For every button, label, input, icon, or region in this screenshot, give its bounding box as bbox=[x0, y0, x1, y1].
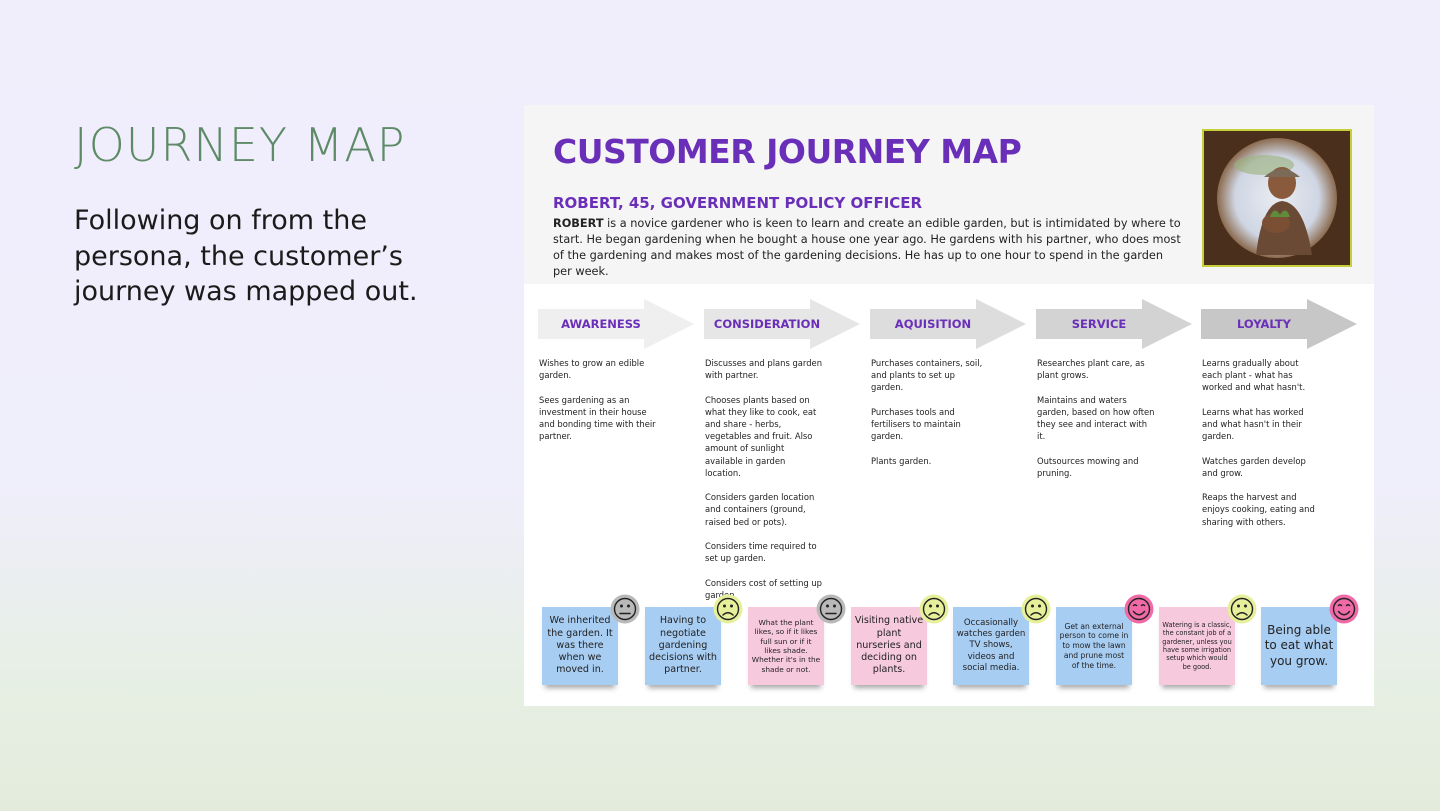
stage-details-aquisition: Purchases containers, soil, and plants t… bbox=[871, 357, 989, 479]
stage-detail-item: Purchases containers, soil, and plants t… bbox=[871, 358, 983, 393]
sad-face-icon bbox=[1021, 594, 1051, 624]
stage-label: CONSIDERATION bbox=[713, 317, 821, 331]
stage-detail-item: Outsources mowing and pruning. bbox=[1037, 455, 1139, 478]
stage-detail-item: Learns what has worked and what hasn't i… bbox=[1202, 406, 1304, 442]
persona-photo bbox=[1202, 129, 1352, 267]
slide-body-text: Following on from the persona, the custo… bbox=[74, 205, 418, 307]
journey-map-board: CUSTOMER JOURNEY MAP ROBERT, 45, GOVERNM… bbox=[524, 105, 1374, 706]
happy-face-icon bbox=[1329, 594, 1359, 624]
neutral-face-icon bbox=[610, 594, 640, 624]
stage-detail-item: Sees gardening as an investment in their… bbox=[539, 394, 656, 442]
stage-label: AQUISITION bbox=[894, 317, 972, 331]
stage-arrow-icon bbox=[704, 299, 860, 349]
stage-details-awareness: Wishes to grow an edible garden. Sees gar… bbox=[539, 357, 657, 455]
stage-detail-item: Considers time required to set up garden… bbox=[705, 541, 817, 564]
sticky-note: Having to negotiate gardening decisions … bbox=[645, 607, 721, 685]
sticky-note: What the plant likes, so if it likes ful… bbox=[748, 607, 824, 685]
stage-detail-item: Researches plant care, as plant grows. bbox=[1037, 358, 1145, 381]
slide-title: JOURNEY MAP bbox=[74, 118, 406, 172]
stage-detail-item: Watches garden develop and grow. bbox=[1202, 455, 1306, 478]
stage-detail-item: Discusses and plans garden with partner. bbox=[705, 358, 823, 381]
stage-detail-item: Purchases tools and fertilisers to maint… bbox=[871, 406, 961, 442]
stage-detail-item: Chooses plants based on what they like t… bbox=[705, 394, 817, 478]
neutral-face-icon bbox=[816, 594, 846, 624]
persona-lead: ROBERT bbox=[553, 217, 604, 230]
stage-arrow-icon bbox=[1036, 299, 1192, 349]
stage-detail-item: Reaps the harvest and enjoys cooking, ea… bbox=[1202, 492, 1315, 527]
persona-name: ROBERT, 45, GOVERNMENT POLICY OFFICER bbox=[553, 194, 923, 212]
sticky-note: Visiting native plant nurseries and deci… bbox=[851, 607, 927, 685]
stage-label: SERVICE bbox=[1071, 317, 1127, 331]
stage-detail-item: Considers garden location and containers… bbox=[705, 492, 815, 527]
stage-detail-item: Considers cost of setting up garden. bbox=[705, 577, 823, 600]
happy-face-icon bbox=[1124, 594, 1154, 624]
stage-details-loyalty: Learns gradually about each plant - what… bbox=[1202, 357, 1320, 540]
stage-detail-item: Maintains and waters garden, based on ho… bbox=[1037, 394, 1155, 442]
stage-consideration: CONSIDERATION bbox=[704, 299, 860, 349]
stage-arrow-icon bbox=[1201, 299, 1357, 349]
persona-description: ROBERT is a novice gardener who is keen … bbox=[553, 216, 1185, 280]
stage-service: SERVICE bbox=[1036, 299, 1192, 349]
stage-detail-item: Wishes to grow an edible garden. bbox=[539, 358, 645, 381]
sticky-note: Occasionally watches garden TV shows, vi… bbox=[953, 607, 1029, 685]
stage-label: LOYALTY bbox=[1236, 317, 1291, 331]
board-title: CUSTOMER JOURNEY MAP bbox=[553, 132, 1022, 171]
stage-arrow-icon bbox=[870, 299, 1026, 349]
sticky-note: Being able to eat what you grow. bbox=[1261, 607, 1337, 685]
stage-detail-item: Learns gradually about each plant - what… bbox=[1202, 358, 1306, 393]
sad-face-icon bbox=[919, 594, 949, 624]
stage-aquisition: AQUISITION bbox=[870, 299, 1026, 349]
persona-description-text: is a novice gardener who is keen to lear… bbox=[553, 217, 1181, 278]
sticky-note: We inherited the garden. It was there wh… bbox=[542, 607, 618, 685]
stage-detail-item: Plants garden. bbox=[871, 455, 932, 466]
sad-face-icon bbox=[1227, 594, 1257, 624]
stage-details-service: Researches plant care, as plant grows. Ma… bbox=[1037, 357, 1155, 491]
sticky-note: Watering is a classic, the constant job … bbox=[1159, 607, 1235, 685]
sticky-note: Get an external person to come in to mow… bbox=[1056, 607, 1132, 685]
stage-loyalty: LOYALTY bbox=[1201, 299, 1357, 349]
board-header: CUSTOMER JOURNEY MAP ROBERT, 45, GOVERNM… bbox=[524, 105, 1374, 284]
sad-face-icon bbox=[713, 594, 743, 624]
stage-details-consideration: Discusses and plans garden with partner.… bbox=[705, 357, 823, 613]
stage-arrow-icon bbox=[538, 299, 694, 349]
stage-label: AWARENESS bbox=[561, 317, 641, 331]
stage-awareness: AWARENESS bbox=[538, 299, 694, 349]
